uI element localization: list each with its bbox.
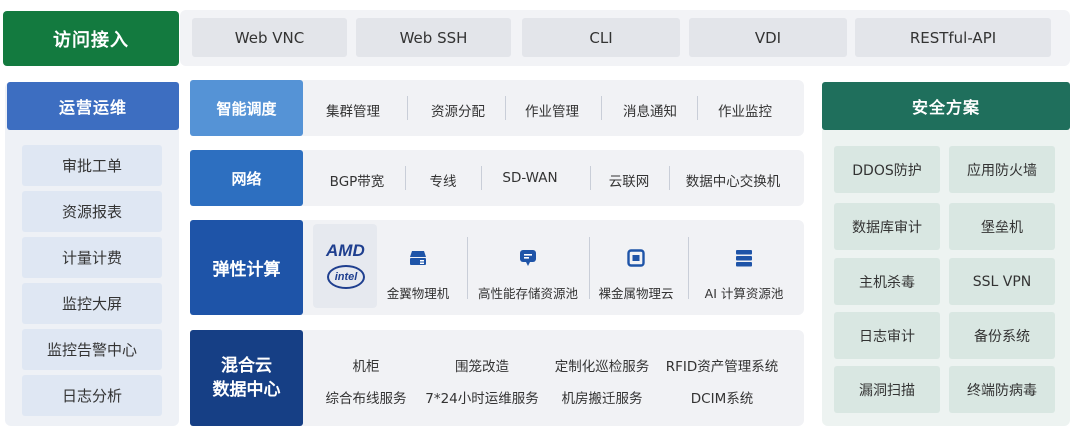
datacenter-item-rfid: RFID资产管理系统 <box>665 359 779 375</box>
ops-item-resource-report: 资源报表 <box>22 191 162 232</box>
ops-item-monitor-screen: 监控大屏 <box>22 283 162 324</box>
ops-item-billing: 计量计费 <box>22 237 162 278</box>
scheduling-title: 智能调度 <box>190 80 303 136</box>
separator <box>697 96 698 120</box>
bare-metal-icon <box>626 248 646 272</box>
network-item-cloud-net: 云联网 <box>608 174 650 190</box>
scheduling-item-job-monitor: 作业监控 <box>718 104 772 120</box>
server-rack-icon <box>408 249 428 271</box>
separator <box>481 166 482 190</box>
scheduling-item-notify: 消息通知 <box>623 104 677 120</box>
intel-logo-text: intel <box>334 271 358 283</box>
storage-chat-icon <box>518 248 538 272</box>
security-item-vuln-scan: 漏洞扫描 <box>834 366 940 413</box>
separator <box>589 237 590 299</box>
datacenter-item-inspection: 定制化巡检服务 <box>554 359 650 375</box>
ops-item-alert-center: 监控告警中心 <box>22 329 162 370</box>
access-item-web-vnc: Web VNC <box>192 18 347 57</box>
compute-item-ai-pool: AI 计算资源池 <box>704 286 784 301</box>
security-item-db-audit: 数据库审计 <box>834 203 940 250</box>
separator <box>505 96 506 120</box>
access-title: 访问接入 <box>3 11 179 66</box>
compute-title: 弹性计算 <box>190 220 303 315</box>
network-item-dc-switch: 数据中心交换机 <box>685 174 781 190</box>
ops-item-approval: 审批工单 <box>22 145 162 186</box>
network-title: 网络 <box>190 150 303 206</box>
separator <box>590 166 591 190</box>
separator <box>405 166 406 190</box>
ops-item-log-analysis: 日志分析 <box>22 375 162 416</box>
security-title: 安全方案 <box>822 82 1070 130</box>
compute-item-storage-pool: 高性能存储资源池 <box>477 286 579 301</box>
separator <box>467 237 468 299</box>
network-item-bgp: BGP带宽 <box>329 174 385 190</box>
datacenter-item-dcim: DCIM系统 <box>690 391 754 407</box>
ai-server-stack-icon <box>734 248 754 272</box>
scheduling-item-resource-alloc: 资源分配 <box>431 104 485 120</box>
access-item-restful-api: RESTful-API <box>855 18 1051 57</box>
datacenter-title: 混合云 数据中心 <box>190 330 303 426</box>
network-item-sdwan: SD-WAN <box>502 170 558 186</box>
datacenter-item-cabling: 综合布线服务 <box>325 391 407 407</box>
access-item-vdi: VDI <box>689 18 847 57</box>
amd-logo: AMD <box>326 241 365 260</box>
security-item-ssl-vpn: SSL VPN <box>949 258 1055 305</box>
intel-logo: intel <box>327 265 365 289</box>
datacenter-item-cage: 围笼改造 <box>455 359 509 375</box>
datacenter-title-line2: 数据中心 <box>212 380 281 400</box>
security-item-endpoint-av: 终端防病毒 <box>949 366 1055 413</box>
security-item-log-audit: 日志审计 <box>834 312 940 359</box>
datacenter-item-cabinet: 机柜 <box>352 359 380 375</box>
network-item-private-line: 专线 <box>429 174 457 190</box>
scheduling-item-cluster: 集群管理 <box>326 104 380 120</box>
security-item-backup: 备份系统 <box>949 312 1055 359</box>
security-item-ddos: DDOS防护 <box>834 146 940 193</box>
access-item-web-ssh: Web SSH <box>356 18 511 57</box>
datacenter-item-24x7: 7*24小时运维服务 <box>425 391 539 407</box>
scheduling-item-job-mgmt: 作业管理 <box>525 104 579 120</box>
separator <box>669 166 670 190</box>
separator <box>407 96 408 120</box>
security-item-bastion: 堡垒机 <box>949 203 1055 250</box>
compute-item-bare-metal: 裸金属物理云 <box>598 286 674 301</box>
datacenter-item-migration: 机房搬迁服务 <box>561 391 643 407</box>
security-item-waf: 应用防火墙 <box>949 146 1055 193</box>
datacenter-title-line1: 混合云 <box>221 356 272 376</box>
separator <box>601 96 602 120</box>
access-item-cli: CLI <box>522 18 680 57</box>
security-item-host-antivirus: 主机杀毒 <box>834 258 940 305</box>
compute-item-jinyi: 金翼物理机 <box>386 286 450 301</box>
separator <box>688 237 689 299</box>
ops-title: 运营运维 <box>7 82 179 130</box>
